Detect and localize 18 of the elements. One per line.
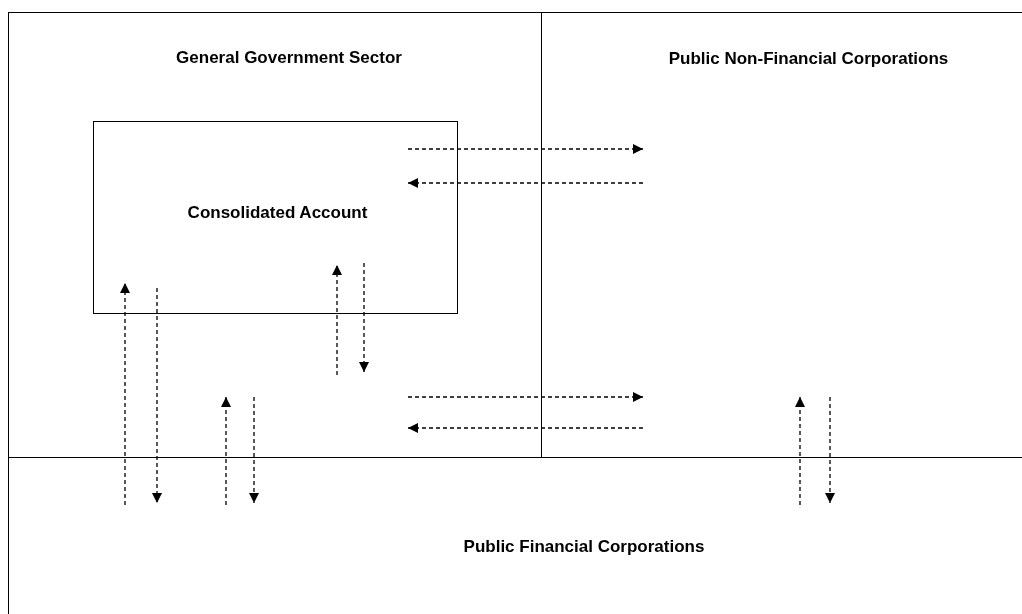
dashed-arrow — [407, 144, 644, 154]
region-title: General Government Sector — [175, 48, 403, 68]
region-title: Consolidated Account — [186, 203, 369, 223]
dashed-arrow — [359, 262, 369, 373]
dashed-arrow — [407, 423, 644, 433]
dashed-arrow — [407, 178, 644, 188]
dashed-arrow — [221, 396, 231, 506]
dashed-arrow — [332, 264, 342, 376]
account-box — [93, 121, 458, 314]
sector-region — [8, 12, 542, 458]
dashed-arrow — [825, 396, 835, 504]
dashed-arrow — [795, 396, 805, 506]
dashed-arrow — [152, 287, 162, 504]
dashed-arrow — [120, 282, 130, 506]
region-title: Public Financial Corporations — [462, 537, 706, 557]
dashed-arrow — [249, 396, 259, 504]
region-title: Public Non-Financial Corporations — [667, 49, 950, 69]
dashed-arrow — [407, 392, 644, 402]
